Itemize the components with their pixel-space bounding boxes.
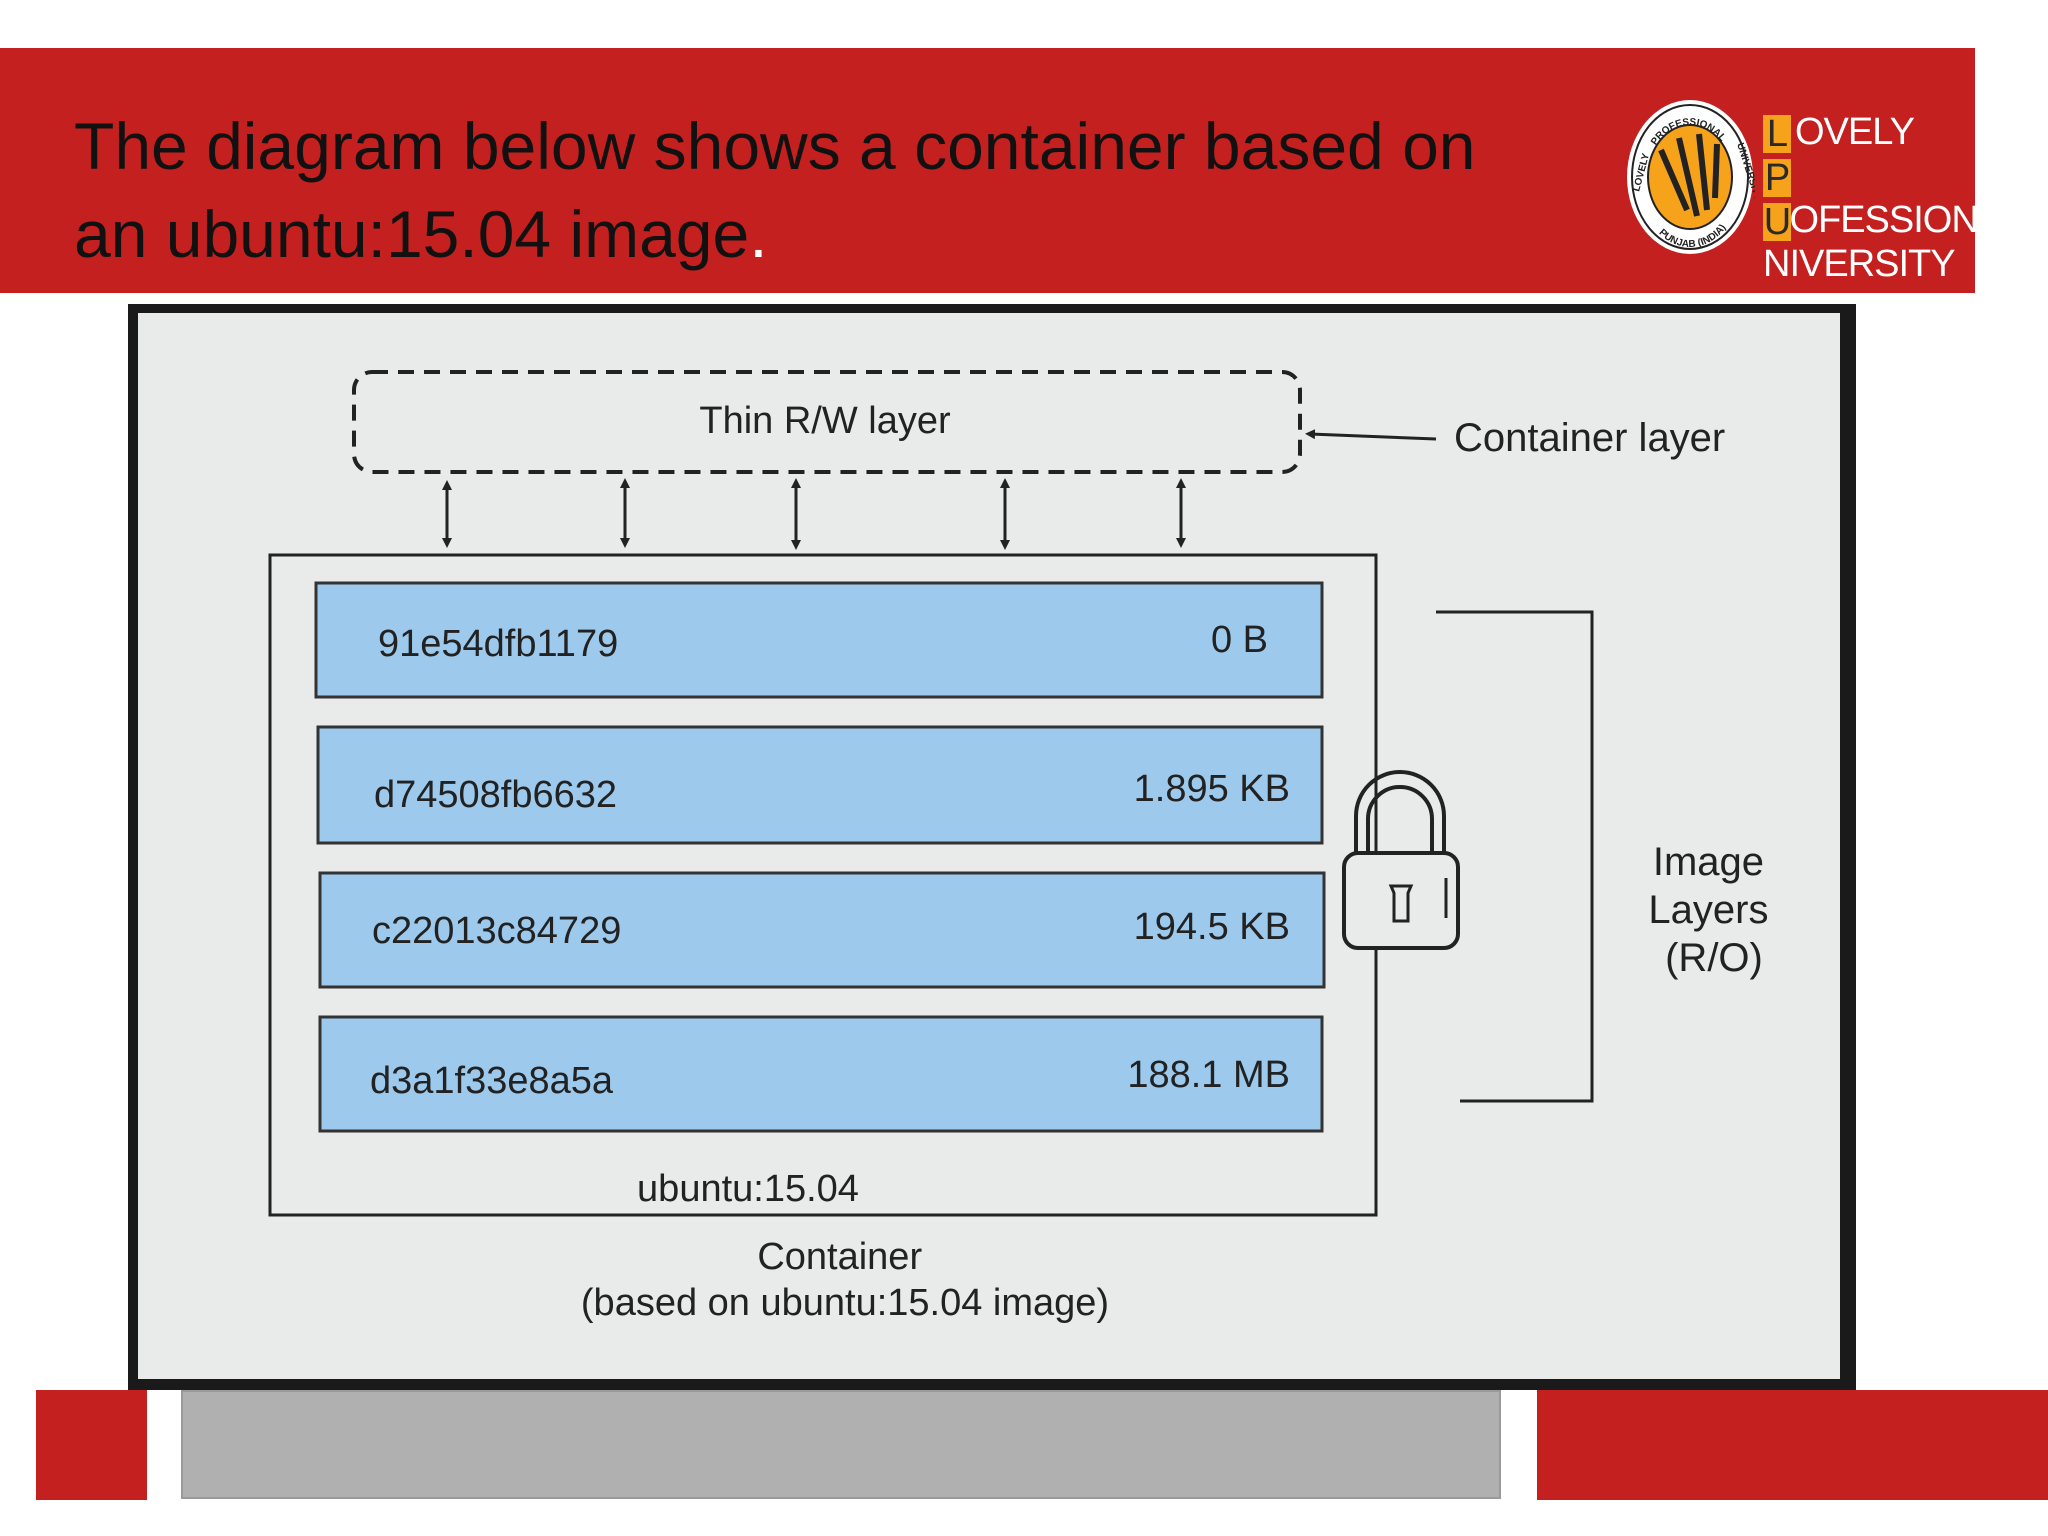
footer-bar-center [181,1390,1501,1499]
layer-row: 91e54dfb1179 0 B [314,581,1324,699]
rw-connection-arrows [442,478,1186,550]
rw-layer-box [352,370,1302,474]
layer-size: 0 B [1211,619,1268,661]
footer-bar-right [1537,1390,2048,1500]
layer-size: 1.895 KB [1134,768,1290,810]
logo-seal-icon: PROFESSIONAL PUNJAB (INDIA) LOVELY UNIVE… [1627,100,1755,254]
image-layers-bracket [1436,610,1594,1103]
logo-word-university: UNIVERSITY [1763,200,1956,285]
container-caption: Container (based on ubuntu:15.04 image) [581,1236,1109,1324]
layer-row: d3a1f33e8a5a 188.1 MB [318,1015,1324,1133]
layer-size: 188.1 MB [1127,1054,1290,1096]
container-layer-arrow [1305,429,1437,441]
university-logo: PROFESSIONAL PUNJAB (INDIA) LOVELY UNIVE… [1625,92,2023,285]
layer-id: d74508fb6632 [374,774,617,816]
image-layers-label: Image Layers (R/O) [1648,840,1779,980]
image-label: ubuntu:15.04 [637,1168,859,1210]
slide-title: The diagram below shows a container base… [74,109,1476,271]
layer-id: c22013c84729 [372,910,621,952]
layer-id: 91e54dfb1179 [378,623,618,665]
footer-bar-left [36,1390,147,1500]
layer-id: d3a1f33e8a5a [370,1060,614,1102]
lock-icon [1342,770,1460,950]
layer-row: d74508fb6632 1.895 KB [316,725,1324,845]
diagram-canvas: Thin R/W layer Container layer 91e54dfb1… [138,313,1840,1379]
container-layer-label: Container layer [1454,416,1725,460]
logo-word-professional: PROFESSIONAL [1763,156,2023,241]
layer-size: 194.5 KB [1134,906,1290,948]
rw-layer-label: Thin R/W layer [699,400,951,442]
layer-row: c22013c84729 194.5 KB [318,871,1326,989]
container-layers-diagram: Thin R/W layer Container layer 91e54dfb1… [268,370,1779,1324]
